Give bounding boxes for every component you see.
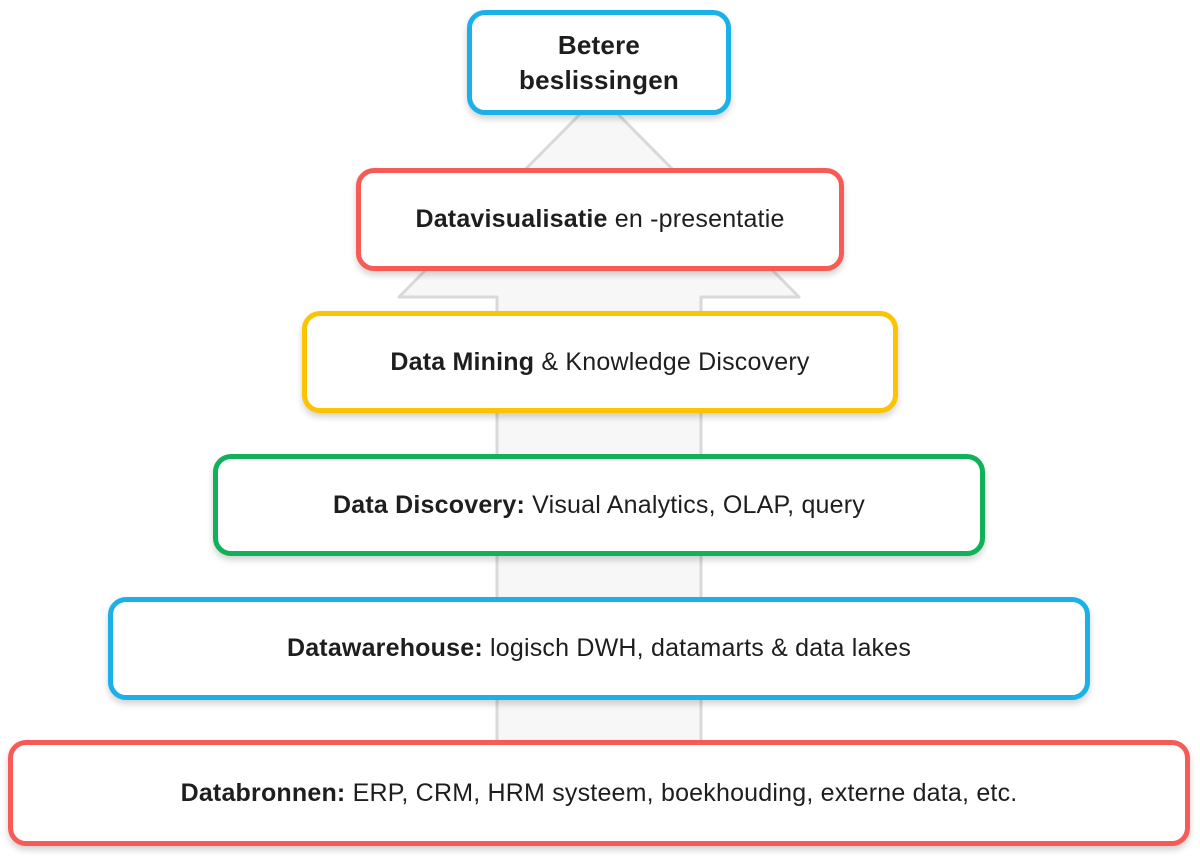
box-datavisualisatie: Datavisualisatie en -presentatie	[356, 168, 844, 271]
box-datavisualisatie-bold: Datavisualisatie	[415, 205, 608, 233]
box-datawarehouse-bold: Datawarehouse:	[286, 634, 483, 662]
box-data-discovery-rest: Visual Analytics, OLAP, query	[525, 490, 865, 519]
box-datawarehouse-rest: logisch DWH, datamarts & data lakes	[482, 634, 912, 662]
box-datawarehouse-label: Datawarehouse: logisch DWH, datamarts & …	[287, 632, 911, 665]
box-databronnen: Databronnen: ERP, CRM, HRM systeem, boek…	[8, 740, 1190, 846]
box-data-mining-rest: & Knowledge Discovery	[534, 347, 810, 376]
box-betere-beslissingen-bold: Betere beslissingen	[519, 30, 679, 95]
box-datavisualisatie-rest: en -presentatie	[607, 205, 785, 233]
box-betere-beslissingen-label: Betere beslissingen	[502, 28, 697, 97]
box-data-mining: Data Mining & Knowledge Discovery	[302, 311, 898, 413]
box-data-mining-bold: Data Mining	[390, 347, 535, 376]
box-betere-beslissingen: Betere beslissingen	[467, 10, 731, 115]
box-databronnen-bold: Databronnen:	[180, 778, 346, 807]
box-datavisualisatie-label: Datavisualisatie en -presentatie	[415, 203, 784, 236]
box-data-discovery-bold: Data Discovery:	[333, 490, 525, 519]
box-databronnen-rest: ERP, CRM, HRM systeem, boekhouding, exte…	[345, 778, 1018, 807]
box-data-discovery-label: Data Discovery: Visual Analytics, OLAP, …	[333, 489, 865, 522]
box-databronnen-label: Databronnen: ERP, CRM, HRM systeem, boek…	[181, 777, 1018, 810]
box-datawarehouse: Datawarehouse: logisch DWH, datamarts & …	[108, 597, 1090, 700]
box-data-mining-label: Data Mining & Knowledge Discovery	[390, 346, 809, 379]
box-data-discovery: Data Discovery: Visual Analytics, OLAP, …	[213, 454, 985, 556]
